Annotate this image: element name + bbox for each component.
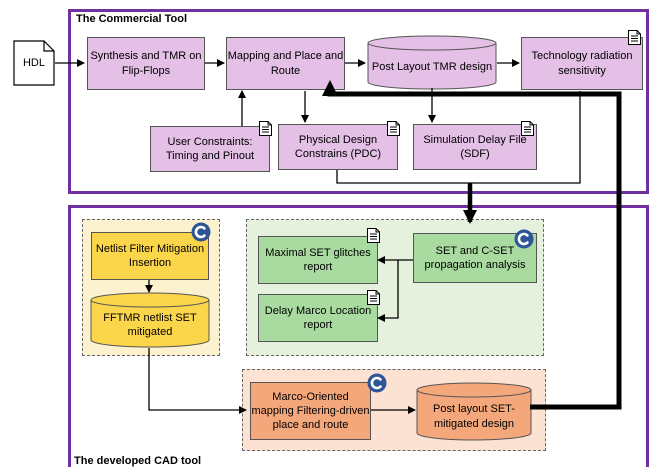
post-layout-cylinder: Post Layout TMR design bbox=[367, 35, 497, 90]
mapping-box: Mapping and Place and Route bbox=[226, 37, 345, 90]
commercial-tool-frame bbox=[68, 9, 649, 194]
developed-tool-frame bbox=[68, 205, 649, 467]
c-logo-icon bbox=[514, 229, 534, 249]
maximal-set-box: Maximal SET glitches report bbox=[258, 236, 378, 284]
synthesis-box: Synthesis and TMR on Flip-Flops bbox=[87, 37, 205, 90]
commercial-tool-title: The Commercial Tool bbox=[76, 13, 188, 25]
post-layout-label: Post Layout TMR design bbox=[371, 61, 493, 74]
physical-design-box: Physical Design Constrains (PDC) bbox=[278, 124, 398, 170]
simulation-delay-box: Simulation Delay File (SDF) bbox=[413, 124, 537, 170]
arrow-feedback-head bbox=[322, 80, 338, 96]
fftmr-cylinder: FFTMR netlist SET mitigated bbox=[90, 292, 210, 348]
netlist-filter-box: Netlist Filter Mitigation Insertion bbox=[91, 232, 209, 280]
tech-radiation-box: Technology radiation sensitivity bbox=[521, 37, 643, 90]
hdl-label: HDL bbox=[22, 56, 45, 69]
hdl-document: HDL bbox=[13, 40, 55, 86]
user-constraints-box: User Constraints: Timing and Pinout bbox=[150, 126, 270, 172]
document-icon bbox=[521, 121, 534, 136]
document-icon bbox=[387, 121, 400, 136]
fftmr-label: FFTMR netlist SET mitigated bbox=[103, 311, 197, 338]
document-icon bbox=[259, 121, 272, 136]
delay-marco-box: Delay Marco Location report bbox=[258, 294, 378, 342]
post-layout-set-label: Post layout SET-mitigated design bbox=[433, 403, 515, 430]
line-pdc-merge bbox=[336, 170, 470, 184]
document-icon bbox=[367, 290, 380, 305]
arrow-fftmr-marco bbox=[148, 348, 247, 414]
document-icon bbox=[367, 228, 380, 243]
marco-oriented-box: Marco-Oriented mapping Filtering-driven … bbox=[250, 382, 371, 440]
post-layout-set-cylinder: Post layout SET-mitigated design bbox=[416, 382, 532, 441]
c-logo-icon bbox=[367, 373, 387, 393]
arrow-feedback-thick bbox=[327, 86, 622, 410]
c-logo-icon bbox=[191, 222, 211, 242]
line-tech-merge bbox=[470, 91, 581, 184]
document-icon bbox=[628, 30, 641, 45]
set-cset-box: SET and C-SET propagation analysis bbox=[413, 233, 537, 283]
developed-tool-title: The developed CAD tool bbox=[74, 455, 202, 467]
arrow-set-delay bbox=[377, 260, 399, 322]
